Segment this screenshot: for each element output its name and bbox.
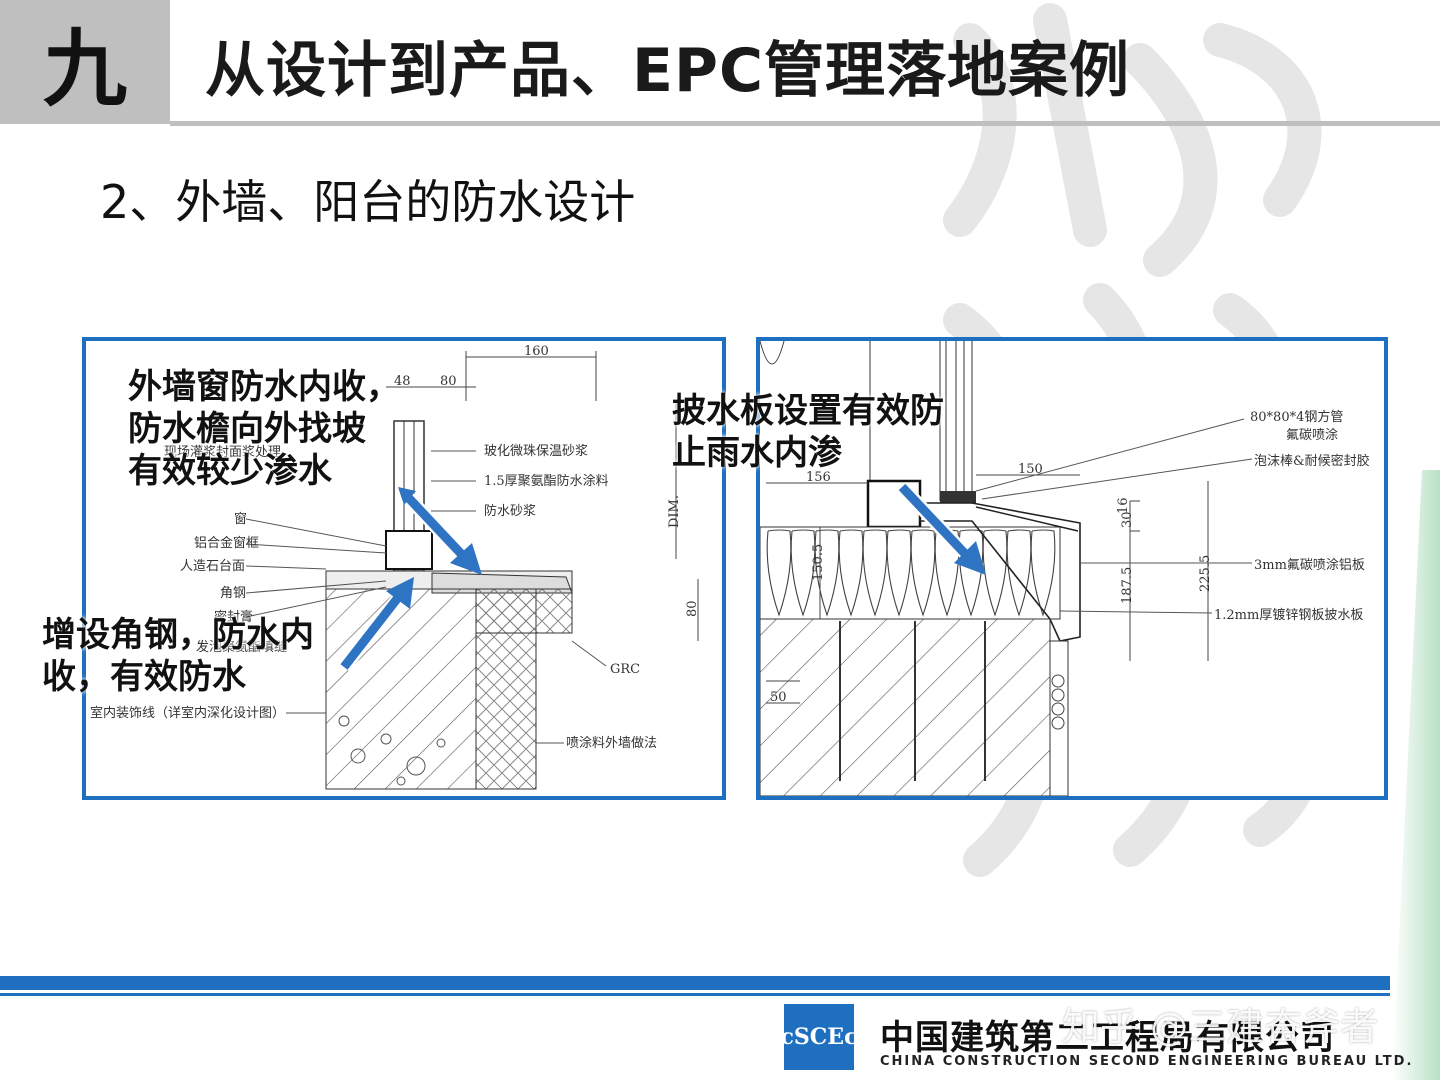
label-pu-waterproof: 1.5厚聚氨酯防水涂料: [484, 473, 609, 489]
arrow-angle-steel: [338, 577, 414, 672]
company-name-cn: 中国建筑第二工程局有限公司: [880, 1018, 1335, 1058]
green-gradient-strip: [1392, 470, 1440, 1080]
insulation-bulb: [910, 529, 936, 617]
label-interior-trim: 室内装饰线（详室内深化设计图）: [90, 705, 285, 721]
insulation-bulb: [766, 529, 792, 617]
label-exterior-coating: 喷涂料外墙做法: [566, 735, 657, 751]
dim-225-5: 225.5: [1198, 555, 1213, 592]
company-name-en: CHINA CONSTRUCTION SECOND ENGINEERING BU…: [880, 1054, 1414, 1069]
page-title: 从设计到产品、EPC管理落地案例: [205, 36, 1130, 106]
section-subtitle: 2、外墙、阳台的防水设计: [100, 175, 636, 229]
label-foam-filling: 发泡聚氨酯填缝: [196, 639, 287, 655]
label-aluminum-frame: 铝合金窗框: [194, 535, 259, 551]
label-stone-countertop: 人造石台面: [180, 559, 245, 574]
callout-angle-steel: 增设角钢，防水内 收，有效防水: [42, 615, 314, 697]
insulation-bulb: [958, 529, 984, 617]
company-logo: cSCEc: [781, 1004, 857, 1070]
dim-30: 30: [1120, 511, 1135, 528]
label-insulation-mortar: 玻化微珠保温砂浆: [484, 444, 588, 459]
label-grouting: 现场灌浆封面浆处理: [164, 445, 281, 460]
dim-16: 16: [1116, 497, 1131, 514]
arrow-sill-slope: [398, 487, 482, 575]
label-aluminum-panel: 3mm氟碳喷涂铝板: [1254, 557, 1365, 573]
chapter-number: 九: [0, 0, 170, 124]
callout-window-waterproof: 外墙窗防水内收， 防水檐向外找坡 有效较少渗水: [128, 367, 400, 491]
dim-50: 50: [770, 690, 787, 705]
insulation-bulb: [862, 529, 888, 617]
source-watermark: 知乎 @三建奋斧者: [1062, 1005, 1379, 1049]
window-sill-drawing: 160 48 80 DIM. 80: [90, 344, 700, 790]
insulation-bulb: [1030, 529, 1056, 617]
footer-rule-thin: [0, 993, 1390, 996]
arrow-drip-flashing: [896, 482, 986, 575]
label-window: 窗: [234, 511, 247, 527]
callout-drip-flashing: 披水板设置有效防 止雨水内渗: [672, 391, 944, 473]
footer-rule: [0, 976, 1390, 990]
dim-150-5: 150.5: [811, 544, 826, 581]
dim-label: DIM.: [667, 495, 682, 528]
dim-48: 48: [394, 374, 411, 389]
label-foam-sealant: 泡沫棒&耐候密封胶: [1254, 453, 1370, 469]
label-steel-tube: 80*80*4钢方管: [1250, 409, 1343, 425]
insulation-bulb: [790, 529, 816, 617]
drip-flashing-drawing: 156 150 150.5 187.5 225.5 30 16 50 80*80…: [760, 341, 1370, 796]
label-fluorocarbon: 氟碳喷涂: [1286, 427, 1338, 443]
insulation-bulb: [814, 529, 840, 617]
label-sealant: 密封膏: [214, 609, 253, 625]
dim-187-5: 187.5: [1120, 567, 1135, 604]
insulation-bulb: [886, 529, 912, 617]
dim-150: 150: [1018, 462, 1043, 477]
label-angle-steel: 角钢: [220, 586, 246, 601]
title-divider: [170, 121, 1440, 126]
insulation-bulb: [838, 529, 864, 617]
insulation-bulb: [982, 529, 1008, 617]
dim-156: 156: [806, 470, 831, 485]
label-grc: GRC: [610, 662, 640, 677]
dim-80: 80: [440, 374, 457, 389]
dim-80-vertical: 80: [685, 600, 700, 617]
insulation-bulb: [1006, 529, 1032, 617]
label-drip-flashing: 1.2mm厚镀锌钢板披水板: [1214, 607, 1363, 623]
dim-160: 160: [524, 344, 549, 359]
window-sill-detail-panel: 160 48 80 DIM. 80: [82, 337, 726, 800]
drip-flashing-detail-panel: 156 150 150.5 187.5 225.5 30 16 50 80*80…: [756, 337, 1388, 800]
label-waterproof-mortar: 防水砂浆: [484, 503, 536, 519]
